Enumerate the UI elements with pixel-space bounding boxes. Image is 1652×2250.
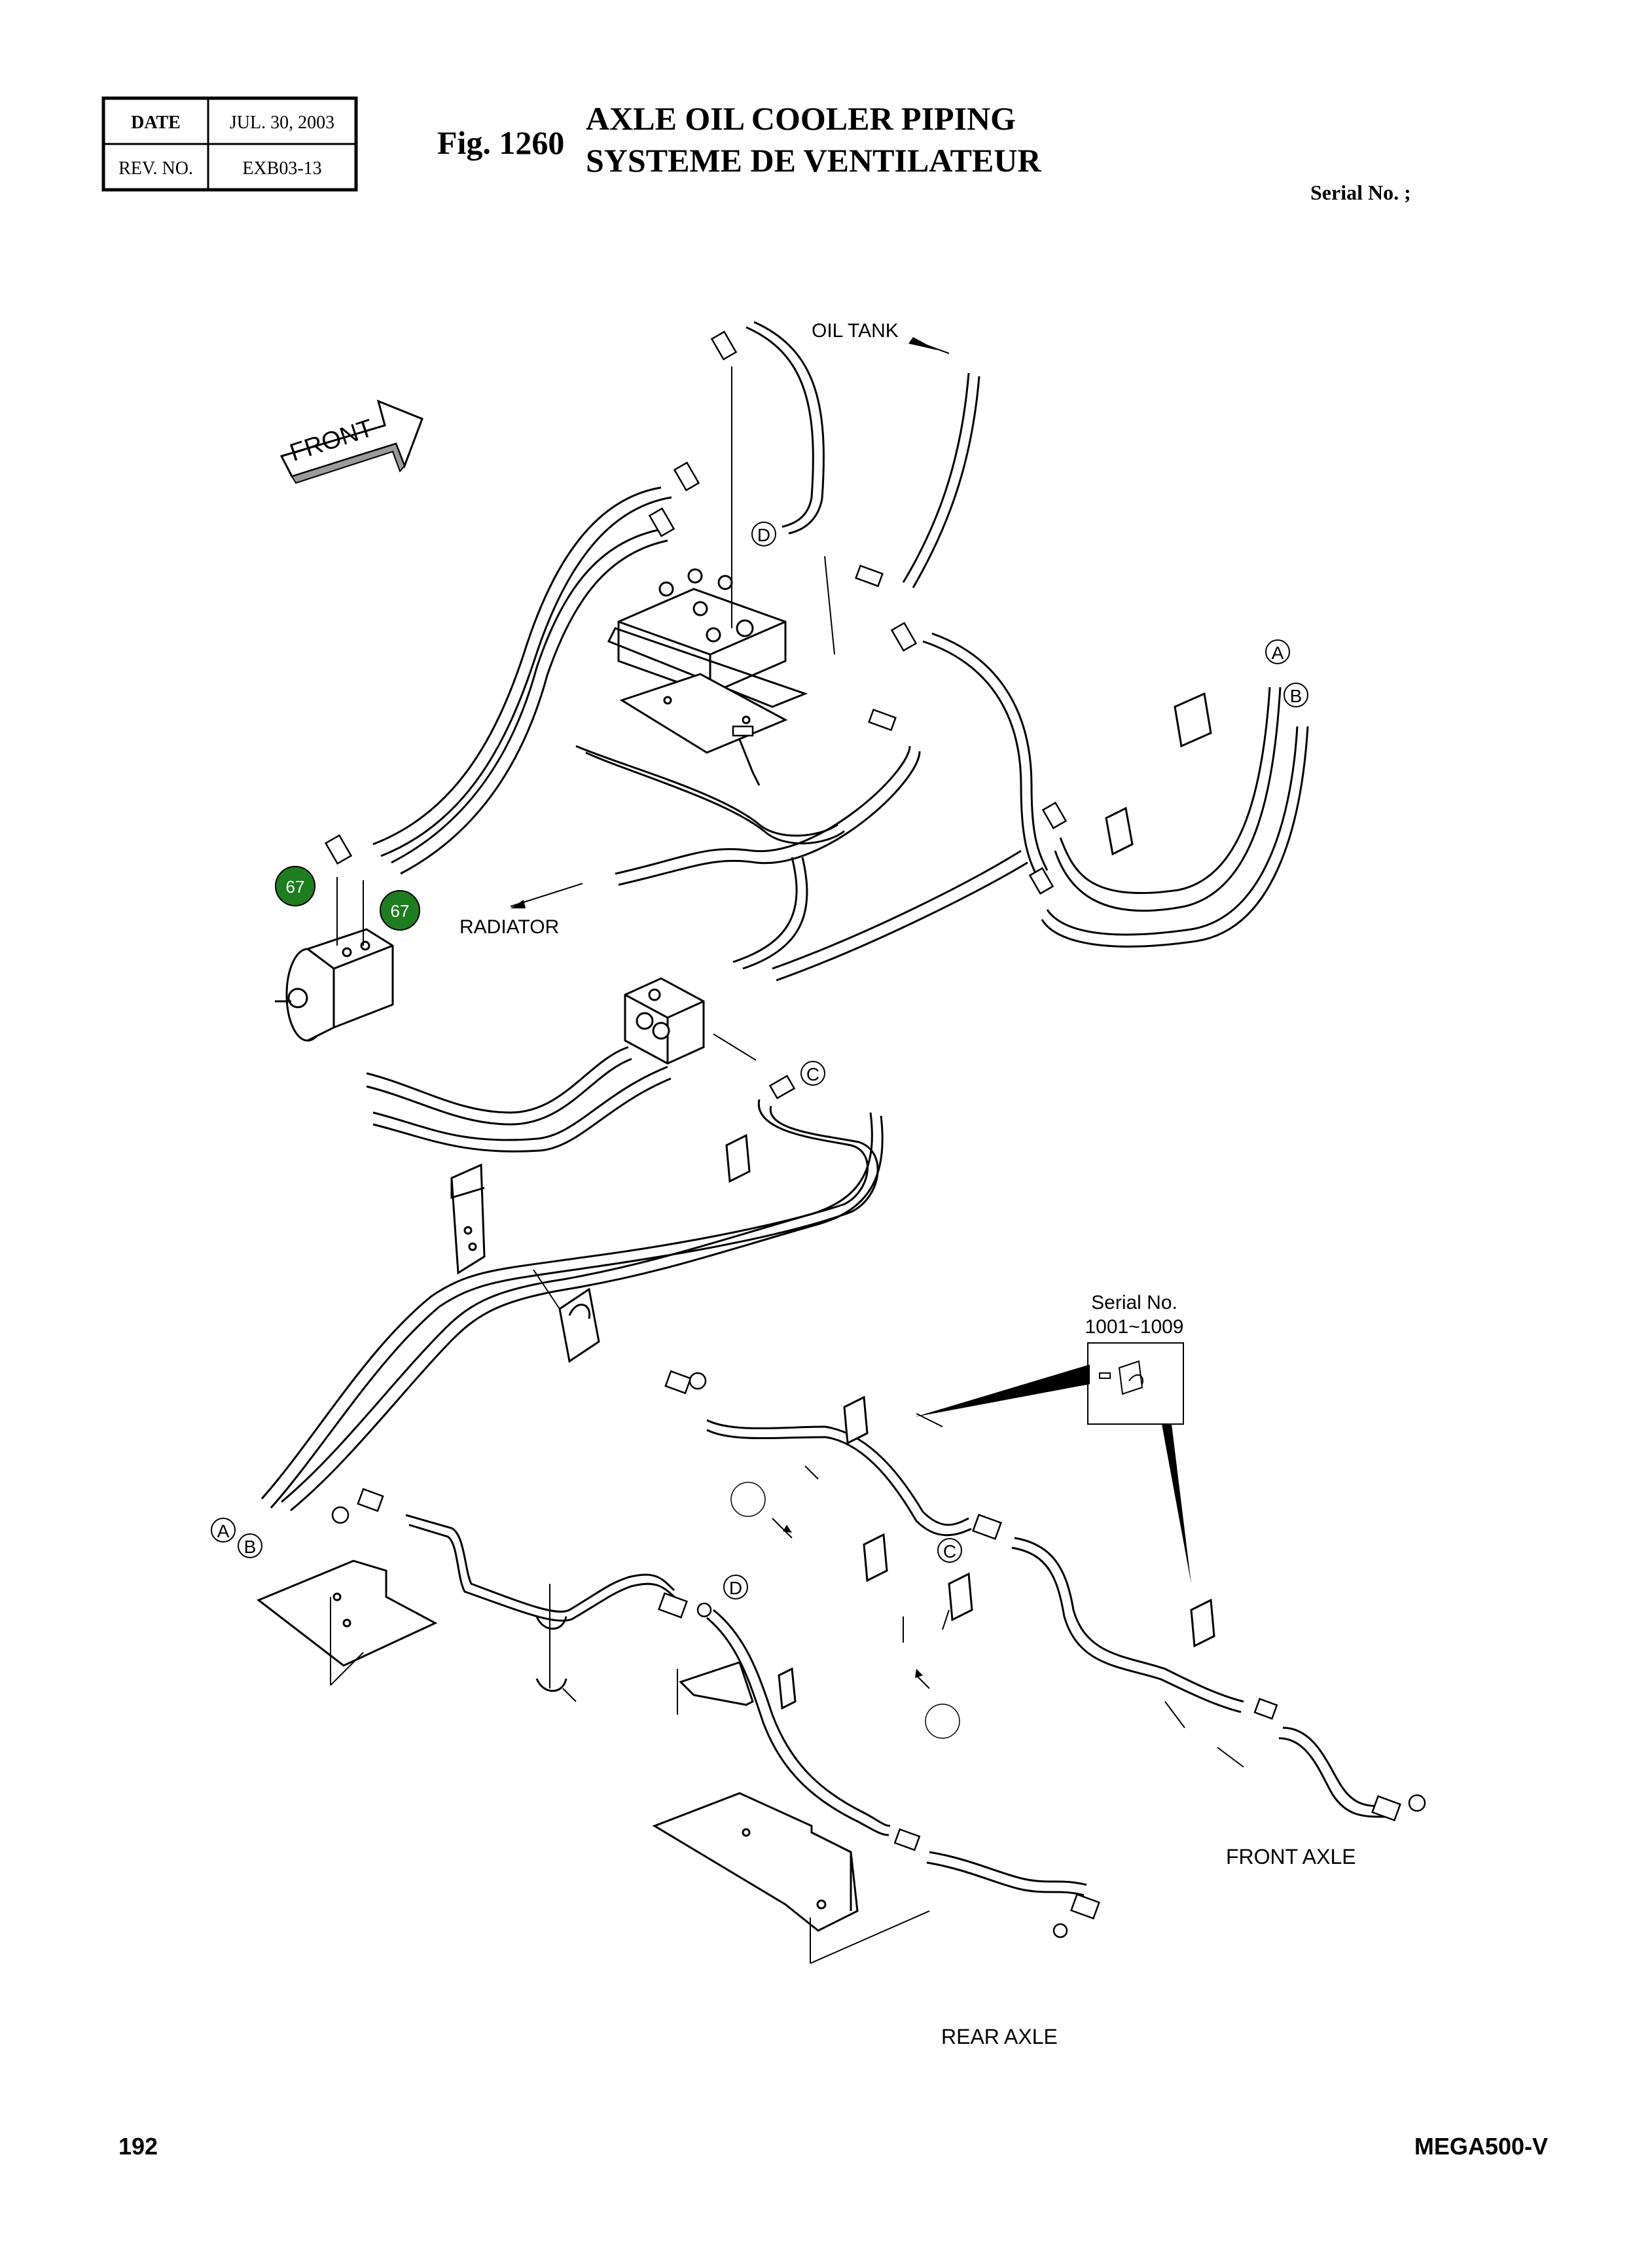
front-axle-label: FRONT AXLE (1226, 1845, 1356, 1868)
lower-left-plate (257, 1560, 438, 1667)
figure-number: Fig. 1260 (437, 124, 564, 161)
revision-table (101, 96, 358, 192)
date-value: JUL. 30, 2003 (230, 113, 334, 133)
clamp-bracket (558, 1287, 600, 1363)
front-direction-arrow: FRONT (279, 399, 423, 484)
connector-ref-b-bottom: B (244, 1537, 257, 1557)
connector-ref-a-bottom: A (217, 1521, 230, 1541)
rev-label: REV. NO. (118, 158, 193, 179)
leader-lines (330, 366, 1244, 1964)
connector-ref-c-bottom: C (943, 1541, 956, 1562)
serial-box-label-line1: Serial No. (1091, 1292, 1177, 1313)
serial-number-label: Serial No. ; (1310, 181, 1411, 204)
upper-hose-routing (366, 321, 1309, 1152)
mounting-plate-upper (619, 673, 788, 786)
rear-axle-plate (652, 1792, 859, 1932)
title-english: AXLE OIL COOLER PIPING (586, 100, 1016, 137)
serial-box-label-line2: 1001~1009 (1085, 1316, 1184, 1338)
radiator-label: RADIATOR (459, 916, 559, 938)
connector-ref-a-top: A (1272, 643, 1284, 663)
oil-tank-label: OIL TANK (812, 320, 899, 342)
valve-block-upper (607, 568, 808, 708)
valve-block-middle (624, 977, 705, 1065)
part-callout-67-lower[interactable]: 67 (380, 890, 420, 931)
steel-pipe-routing (405, 1419, 1388, 1897)
oil-pump (275, 928, 394, 1042)
date-label: DATE (131, 113, 181, 133)
fittings-and-bolts (324, 330, 1426, 1938)
connector-ref-d-top: D (757, 525, 770, 545)
page-number: 192 (118, 2133, 158, 2160)
lower-left-hoses (260, 1099, 884, 1512)
bracket-upright (450, 1163, 486, 1275)
model-name: MEGA500-V (1414, 2133, 1548, 2160)
serial-detail-box: Serial No. 1001~1009 (915, 1292, 1191, 1584)
part-callout-67-lower-label: 67 (391, 901, 410, 921)
reference-circles (730, 1482, 960, 1739)
part-callout-67-upper-label: 67 (286, 877, 305, 897)
connector-ref-c-mid: C (806, 1064, 819, 1084)
direction-markers (783, 1525, 923, 1678)
pipe-clamps (535, 692, 1215, 1710)
rev-value: EXB03-13 (242, 158, 321, 179)
rear-axle-label: REAR AXLE (941, 2025, 1058, 2048)
part-callout-67-upper[interactable]: 67 (275, 866, 315, 906)
connector-ref-b-top: B (1290, 686, 1302, 706)
radiator-arrow (511, 900, 526, 908)
connector-ref-d-bottom: D (729, 1578, 742, 1598)
title-french: SYSTEME DE VENTILATEUR (586, 142, 1041, 179)
connector-reference-letters (211, 522, 1308, 1599)
